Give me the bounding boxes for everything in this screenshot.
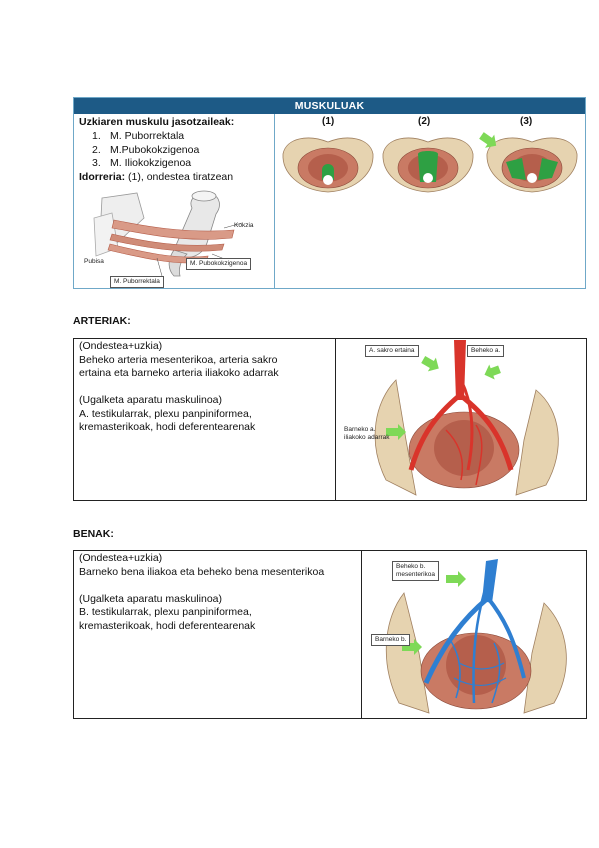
arrow-icon [386, 424, 406, 440]
label-pubokokzigenoa: M. Pubokokzigenoa [186, 258, 252, 270]
pelvis-image-1 [282, 137, 374, 193]
arteriak-box: (Ondestea+uzkia) Beheko arteria mesenter… [73, 338, 587, 501]
arteriak-text: (Ondestea+uzkia) Beheko arteria mesenter… [79, 340, 279, 433]
pelvis-label-2: (2) [418, 116, 431, 127]
muskuluak-table: MUSKULUAK Uzkiaren muskulu jasotzaileak:… [73, 97, 586, 289]
label-puborrektala: M. Puborrektala [110, 276, 164, 288]
list-item: 1.M. Puborrektala [92, 130, 185, 142]
benak-box: (Ondestea+uzkia) Barneko bena iliakoa et… [73, 550, 587, 719]
pelvis-image-3 [479, 132, 578, 193]
benak-text: (Ondestea+uzkia) Barneko bena iliakoa et… [79, 552, 325, 632]
muskuluak-header: MUSKULUAK [74, 98, 585, 114]
list-item: 3.M. Iliokokzigenoa [92, 157, 192, 169]
callout-barneko-b: Barneko b. [371, 634, 411, 646]
table-divider [274, 114, 275, 288]
callout-sakro: A. sakro ertaina [365, 345, 419, 357]
arteries-illustration [374, 340, 559, 496]
idorreria-note: Idorreria: (1), ondestea tiratzean [79, 171, 234, 183]
box-divider [361, 551, 362, 718]
arrow-icon [479, 132, 497, 148]
list-item: 2.M.Pubokokzigenoa [92, 143, 200, 156]
arrow-icon [484, 364, 501, 380]
label-pubisa: Pubisa [84, 258, 104, 265]
muscle-list: 1.M. Puborrektala 2.M.Pubokokzigenoa 3.M… [92, 130, 199, 171]
veins-illustration [385, 559, 567, 714]
pelvis-label-3: (3) [520, 116, 533, 127]
arteriak-title: ARTERIAK: [73, 315, 131, 327]
label-barneko-a: Barneko a. iliakoko adarrak [344, 426, 390, 441]
box-divider [335, 339, 336, 500]
label-kokzia: Kokzia [234, 222, 254, 229]
pelvis-label-1: (1) [322, 116, 335, 127]
arrow-icon [446, 571, 466, 587]
levator-ani-diagram [93, 190, 243, 277]
callout-beheko-b: Beheko b. mesenterikoa [392, 561, 440, 581]
benak-title: BENAK: [73, 528, 114, 540]
muskuluak-subtitle: Uzkiaren muskulu jasotzaileak: [79, 116, 235, 128]
arrow-icon [421, 356, 439, 372]
callout-beheko-a: Beheko a. [467, 345, 505, 357]
pelvis-image-2 [382, 137, 474, 193]
